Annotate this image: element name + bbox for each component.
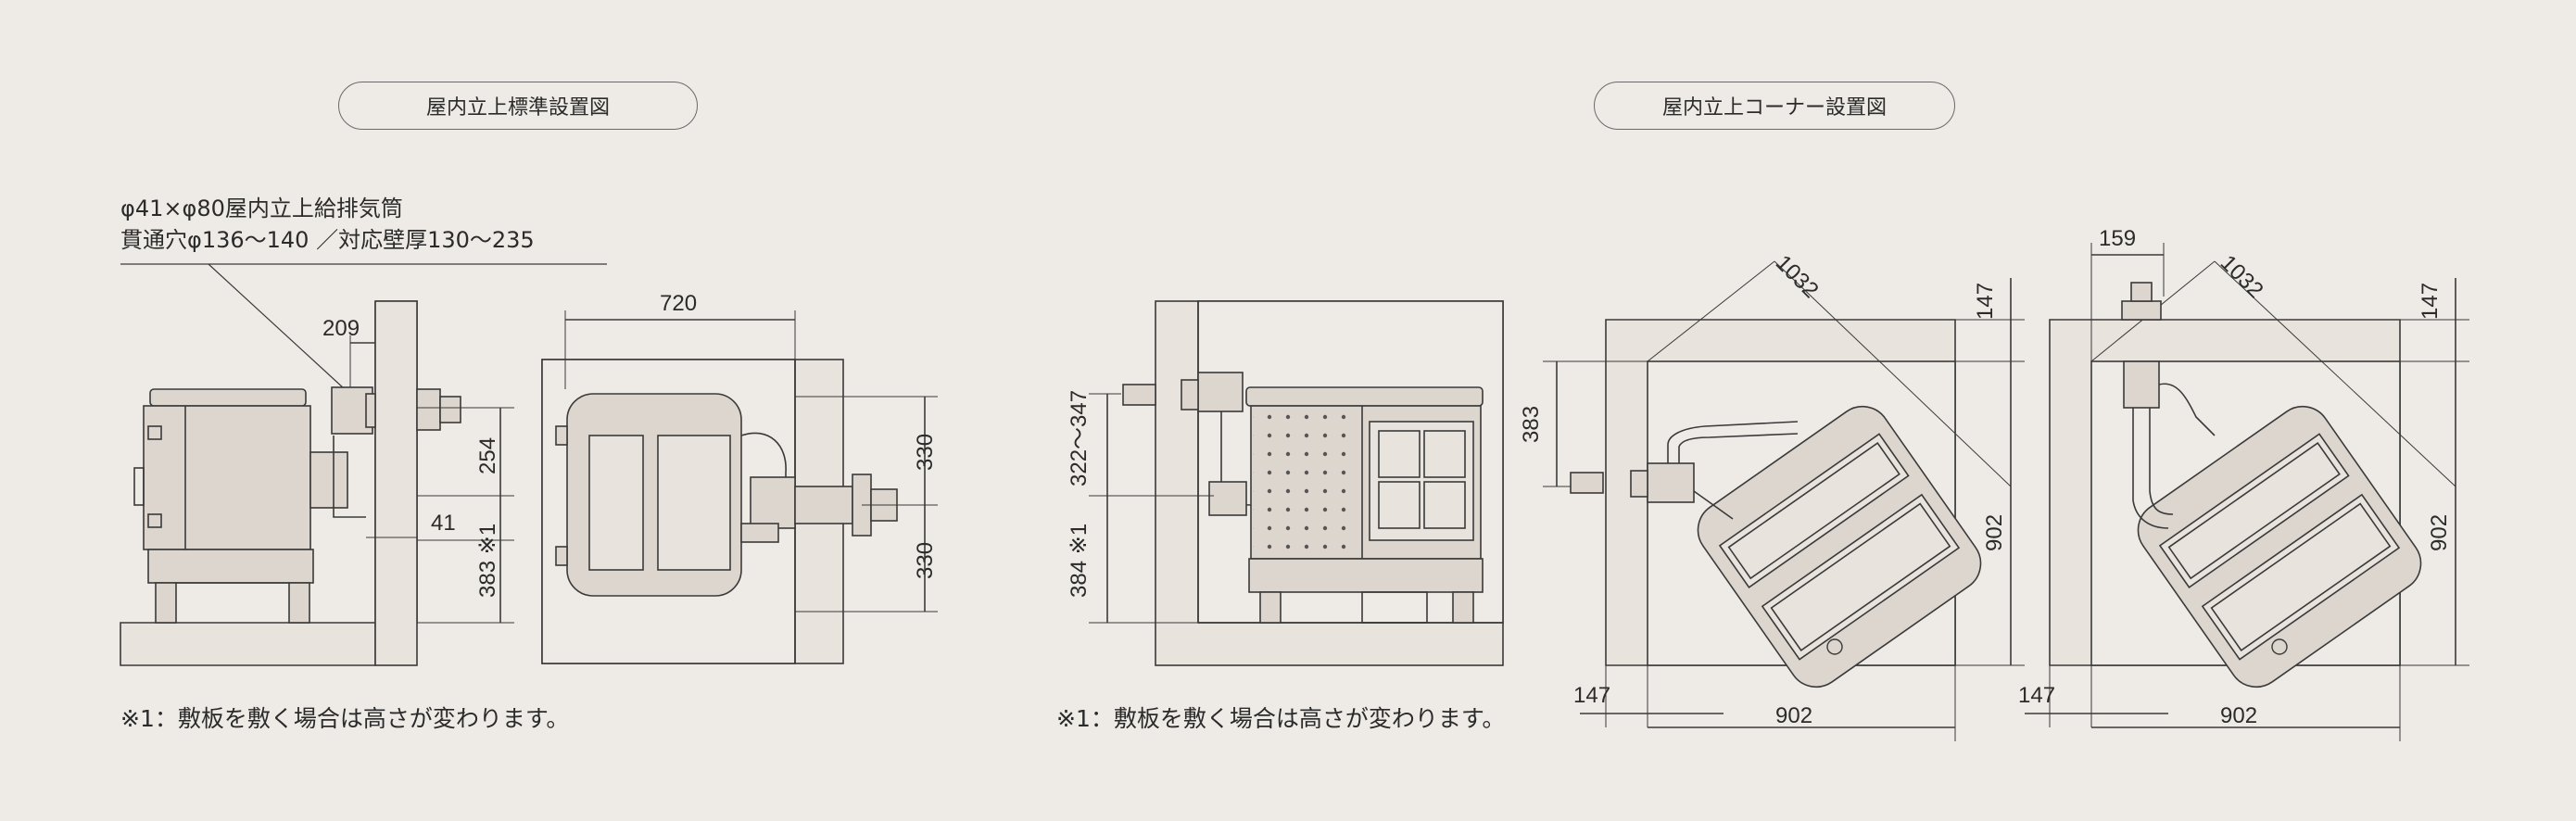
diagram-corner-top-a bbox=[1543, 260, 2025, 741]
dim-902-c: 902 bbox=[2427, 514, 2452, 551]
dim-159: 159 bbox=[2099, 226, 2136, 251]
dim-383: 383 bbox=[1519, 406, 1544, 443]
dim-209: 209 bbox=[322, 316, 360, 341]
dim-147-d: 147 bbox=[2018, 683, 2055, 708]
footnote-left: ※1：敷板を敷く場合は高さが変わります。 bbox=[120, 705, 570, 732]
dim-720: 720 bbox=[660, 291, 697, 316]
title-standard-installation: 屋内立上標準設置図 bbox=[338, 82, 698, 130]
dim-322-347: 322〜347 bbox=[1067, 390, 1092, 486]
diagram-corner-side bbox=[1089, 300, 1504, 666]
dim-330-b: 330 bbox=[913, 542, 938, 579]
dim-147-b: 147 bbox=[1573, 683, 1610, 708]
dim-1032-b: 1032 bbox=[2216, 250, 2268, 303]
dim-147-c: 147 bbox=[2418, 283, 2443, 320]
diagram-corner-top-b bbox=[2025, 243, 2469, 741]
dim-254: 254 bbox=[475, 437, 500, 474]
title-corner-installation: 屋内立上コーナー設置図 bbox=[1594, 82, 1955, 130]
diagram-standard-side bbox=[120, 263, 607, 666]
dim-41: 41 bbox=[431, 511, 456, 536]
dim-902-d: 902 bbox=[2220, 703, 2257, 728]
dim-330-a: 330 bbox=[913, 434, 938, 471]
dim-1032-a: 1032 bbox=[1771, 250, 1824, 303]
dim-902-a: 902 bbox=[1982, 514, 2007, 551]
dim-147-a: 147 bbox=[1973, 283, 1998, 320]
dim-902-b: 902 bbox=[1775, 703, 1812, 728]
flue-spec-line-2: 貫通穴φ136〜140 ／対応壁厚130〜235 bbox=[120, 227, 535, 253]
dim-384-1: 384 ※1 bbox=[1067, 524, 1092, 598]
flue-spec-line-1: φ41×φ80屋内立上給排気筒 bbox=[120, 196, 403, 221]
diagram-standard-top bbox=[541, 310, 938, 664]
footnote-middle: ※1：敷板を敷く場合は高さが変わります。 bbox=[1056, 705, 1506, 732]
dim-383-1: 383 ※1 bbox=[475, 524, 500, 598]
